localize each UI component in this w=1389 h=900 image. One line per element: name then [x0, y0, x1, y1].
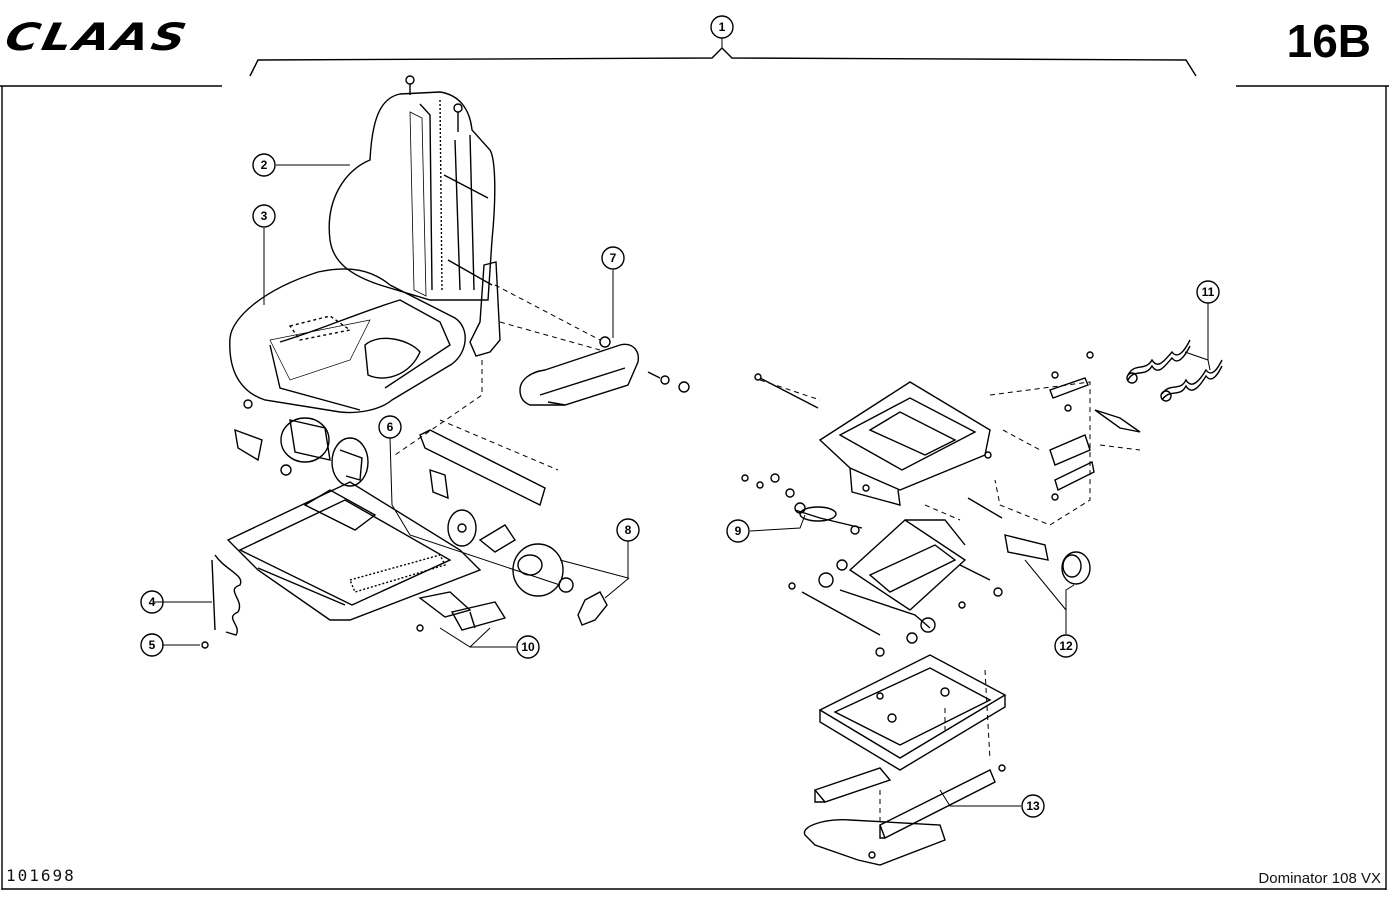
callout-9: 9: [735, 524, 742, 538]
callout-circle-5: [140, 633, 164, 657]
callout-circles: [140, 15, 1220, 818]
callout-circle-6: [378, 415, 402, 439]
seat-frame: [201, 399, 608, 649]
callout-2: 2: [261, 158, 268, 172]
callout-circle-8: [616, 518, 640, 542]
callout-6: 6: [387, 420, 394, 434]
callout-circle-2: [252, 153, 276, 177]
callout-7: 7: [610, 251, 617, 265]
callout-circle-7: [601, 246, 625, 270]
callout-11: 11: [1202, 285, 1215, 299]
guide-lines: [394, 284, 1141, 835]
callout-8: 8: [625, 523, 632, 537]
callout-13: 13: [1026, 799, 1040, 813]
page-code: 16B: [1286, 15, 1371, 67]
callout-circle-3: [252, 204, 276, 228]
callout-circle-9: [726, 519, 750, 543]
callout-4: 4: [149, 595, 156, 609]
leader-lines: [153, 38, 1211, 807]
seat-cushion: [229, 268, 466, 414]
callout-1: 1: [719, 20, 726, 34]
machine-model: Dominator 108 VX: [1258, 870, 1381, 887]
callout-circle-4: [140, 590, 164, 614]
callout-10: 10: [521, 640, 535, 654]
callout-circle-1: [710, 15, 734, 39]
callout-circle-13: [1021, 794, 1045, 818]
callout-circle-10: [516, 635, 540, 659]
callout-circle-11: [1196, 280, 1220, 304]
callout-circle-12: [1054, 634, 1078, 658]
document-number: 101698: [6, 866, 76, 885]
callout-12: 12: [1059, 639, 1073, 653]
callout-5: 5: [149, 638, 156, 652]
armrest: [519, 336, 690, 406]
assembly-brace: [249, 47, 1197, 77]
backrest: [328, 75, 501, 357]
suspension-assembly: [741, 339, 1223, 866]
callout-3: 3: [261, 209, 268, 223]
